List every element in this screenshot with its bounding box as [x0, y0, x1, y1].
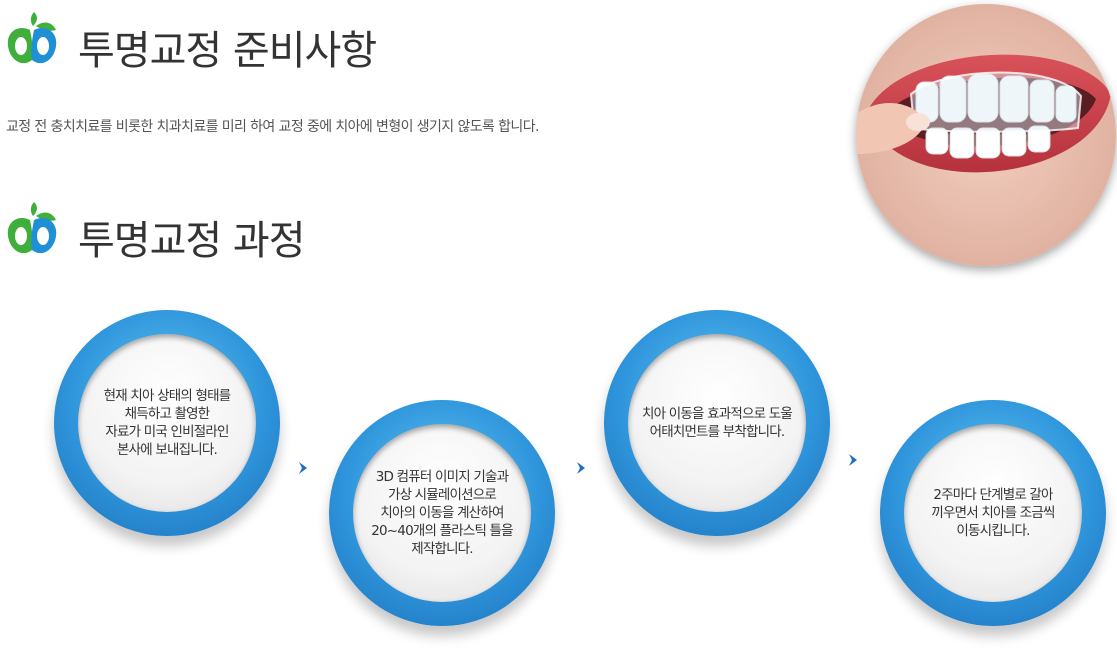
process-step-1-inner: 현재 치아 상태의 형태를 채득하고 촬영한 자료가 미국 인비절라인 본사에 …	[78, 334, 256, 512]
section1-title: 투명교정 준비사항	[78, 28, 377, 74]
section1-description: 교정 전 충치치료를 비롯한 치과치료를 미리 하여 교정 중에 치아에 변형이…	[6, 119, 539, 135]
process-step-2-text: 3D 컴퓨터 이미지 기술과 가상 시뮬레이션으로 치아의 이동을 계산하여 2…	[371, 469, 513, 557]
section2-title: 투명교정 과정	[78, 218, 306, 264]
process-step-3: 치아 이동을 효과적으로 도울 어태치먼트를 부착합니다.	[604, 310, 830, 536]
chevron-right-icon	[574, 460, 590, 476]
chevron-right-icon	[296, 460, 312, 476]
process-step-3-text: 치아 이동을 효과적으로 도울 어태치먼트를 부착합니다.	[642, 406, 793, 440]
chevron-right-icon	[846, 452, 862, 468]
section1-logo-icon	[4, 8, 60, 68]
process-step-4-inner: 2주마다 단계별로 갈아 끼우면서 치아를 조금씩 이동시킵니다.	[904, 424, 1082, 602]
process-step-1-text: 현재 치아 상태의 형태를 채득하고 촬영한 자료가 미국 인비절라인 본사에 …	[103, 388, 231, 458]
process-step-2-inner: 3D 컴퓨터 이미지 기술과 가상 시뮬레이션으로 치아의 이동을 계산하여 2…	[353, 424, 531, 602]
process-step-4: 2주마다 단계별로 갈아 끼우면서 치아를 조금씩 이동시킵니다.	[880, 400, 1106, 626]
process-step-3-inner: 치아 이동을 효과적으로 도울 어태치먼트를 부착합니다.	[628, 334, 806, 512]
aligner-teeth-photo	[856, 4, 1116, 266]
process-step-2: 3D 컴퓨터 이미지 기술과 가상 시뮬레이션으로 치아의 이동을 계산하여 2…	[329, 400, 555, 626]
process-step-1: 현재 치아 상태의 형태를 채득하고 촬영한 자료가 미국 인비절라인 본사에 …	[54, 310, 280, 536]
process-step-4-text: 2주마다 단계별로 갈아 끼우면서 치아를 조금씩 이동시킵니다.	[931, 487, 1055, 539]
section2-logo-icon	[4, 198, 60, 258]
